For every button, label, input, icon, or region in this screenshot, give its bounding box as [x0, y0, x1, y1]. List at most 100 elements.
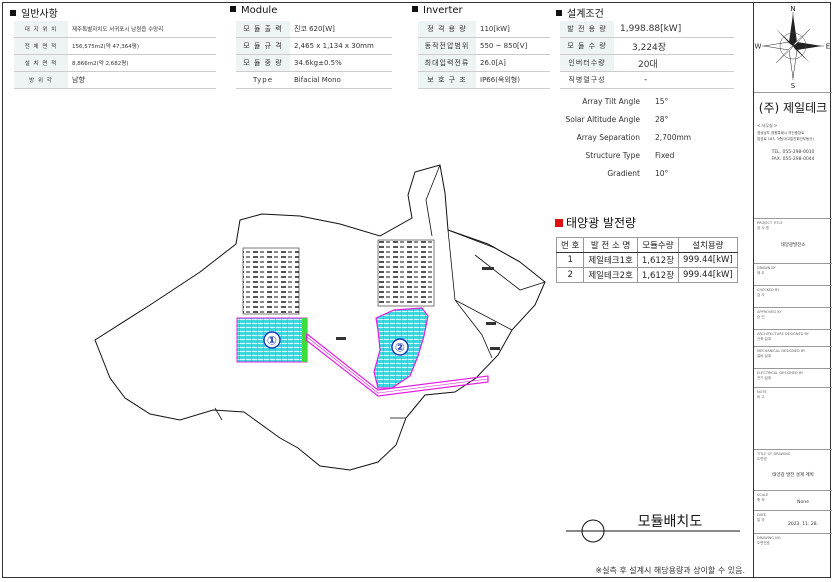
inverter-key: 최대입력전류	[418, 54, 476, 72]
elec-sub: 전기 설계	[757, 376, 771, 380]
inverter-key: 보 호 구 조	[418, 71, 476, 89]
angle-value: 2,700mm	[655, 133, 692, 142]
project-value: 태양광발전소	[780, 243, 806, 248]
approved-sub: 승 인	[757, 315, 765, 319]
compass-s: S	[791, 82, 796, 90]
compass-icon: N S W E	[755, 5, 831, 90]
checked-sub: 검 사	[757, 293, 765, 297]
elec-label: ELECTRICAL DESIGNED BY	[757, 371, 804, 375]
scale-sub: 축 척	[757, 498, 765, 502]
parcel-line	[474, 254, 546, 291]
arch-sub: 건축 설계	[757, 337, 771, 341]
gen-cell: 2	[555, 267, 585, 283]
parcel-line	[447, 229, 521, 263]
office-tel: TEL. 055-298-0010	[771, 150, 815, 155]
general-key: 대 지 위 치	[14, 21, 68, 38]
cable-route	[305, 332, 489, 397]
inverter-key: 정 격 용 량	[418, 21, 476, 38]
angle-key: Structure Type	[585, 151, 641, 160]
module-key: Type	[236, 71, 290, 89]
scale-label: SCALE	[757, 493, 769, 497]
inverter-value: 110[kW]	[476, 21, 550, 38]
inverter-value: IP66(옥외형)	[476, 71, 550, 89]
dwg-label: DRAWING NO.	[757, 536, 782, 540]
general-value: 남향	[68, 71, 216, 89]
parcel-line	[447, 229, 493, 359]
generation-table: 번 호 발 전 소 명 모듈수량 설치용량 1 제일테크1호 1,612장 99…	[555, 237, 738, 283]
drawing-title: 모듈배치도	[638, 514, 703, 530]
inverter-value: 26.0[A]	[476, 54, 550, 72]
table-row: 2 제일테크2호 1,612장 999.44[kW]	[555, 267, 738, 283]
general-key: 방 위 각	[14, 71, 68, 89]
general-value: 156,575m2(약 47,364평)	[68, 37, 216, 55]
note-sub: 비 고	[757, 395, 765, 399]
office-label: < 사무실 >	[757, 123, 778, 128]
angle-value: 10°	[655, 169, 669, 178]
title-block: N S W E (주) 제일테크 < 사무실 > 경상남도 창원특례시 의신중앙…	[753, 2, 832, 578]
module-value: 2,465 x 1,134 x 30mm	[290, 37, 392, 55]
gen-cell: 1,612장	[636, 267, 680, 283]
angle-key: Array Tilt Angle	[582, 97, 640, 106]
mech-sub: 설비 설계	[757, 354, 771, 358]
module-key: 모 듈 출 력	[236, 21, 290, 38]
angle-value: 15°	[655, 97, 669, 106]
scale-value: None	[797, 500, 809, 505]
general-value: 8,866m2(약 2,682평)	[68, 54, 216, 72]
angle-key: Array Separation	[576, 133, 640, 142]
design-key: 직병렬구성	[560, 71, 614, 89]
block-1-number: ①	[267, 334, 277, 348]
block-2-marker	[391, 338, 409, 356]
project-label: PROJECT TITLE	[757, 221, 783, 225]
gen-cell: 999.44[kW]	[678, 267, 738, 283]
compass-w: W	[755, 43, 762, 51]
design-value: 20대	[614, 54, 734, 72]
inverter-key: 동작전압범위	[418, 37, 476, 55]
inverter-value: 550 ~ 850[V]	[476, 37, 550, 55]
site-plan: ① ② 모듈배치도 ※실측 후 설계시 해당용량과 상이할 수 있음.	[94, 164, 745, 575]
module-key: 모 듈 중 량	[236, 54, 290, 72]
parcel-line	[454, 299, 513, 331]
checked-label: CHECKED BY	[757, 288, 780, 292]
general-key: 전 체 면 적	[14, 37, 68, 55]
note-label: NOTE	[757, 390, 767, 394]
drawing-note: ※실측 후 설계시 해당용량과 상이할 수 있음.	[595, 565, 745, 575]
module-key: 모 듈 규 격	[236, 37, 290, 55]
design-section-title: 설계조건	[556, 5, 604, 20]
drawn-label: DRAWN BY	[757, 266, 776, 270]
angle-key: Solar Altitude Angle	[565, 115, 640, 124]
inverter-section-title: Inverter	[412, 5, 463, 16]
angle-value: Fixed	[655, 151, 675, 160]
lot-label	[490, 347, 500, 350]
module-section-title: Module	[230, 5, 277, 16]
drawn-sub: 제 도	[757, 271, 765, 275]
angle-key: Gradient	[607, 169, 640, 178]
block-2-number: ②	[395, 341, 405, 355]
general-value: 제주특별자치도 서귀포시 남원읍 수망리	[68, 21, 216, 38]
general-section-title: 일반사항	[10, 5, 58, 20]
arch-label: ARCHITECTURE DESIGNED BY	[757, 332, 809, 336]
office-address-1: 경상남도 창원특례시 의신중앙로	[757, 131, 805, 135]
date-label: DATE	[757, 513, 767, 517]
parcel-line	[425, 164, 441, 237]
project-sub: 공 사 명	[757, 226, 769, 230]
approved-label: APPROVED BY	[757, 310, 782, 314]
design-value: 1,998.88[kW]	[614, 21, 734, 38]
generation-title: 태양광 발전량	[555, 214, 636, 231]
module-value: 34.6kg±0.5%	[290, 54, 392, 72]
angle-value: 28°	[655, 115, 669, 124]
dwg-sub: 도면번호	[757, 541, 770, 545]
module-value: Bifacial Mono	[290, 71, 392, 89]
array-edge	[302, 318, 307, 362]
design-key: 발 전 용 량	[560, 21, 614, 38]
title-value: 태양광 발전 설계 계획	[772, 473, 814, 478]
module-value: 진코 620[W]	[290, 21, 392, 38]
mech-label: MECHANICAL DESIGNED BY	[757, 349, 806, 353]
spec-sheet-2	[377, 239, 435, 307]
date-sub: 일 자	[757, 518, 765, 522]
compass-n: N	[790, 5, 795, 13]
